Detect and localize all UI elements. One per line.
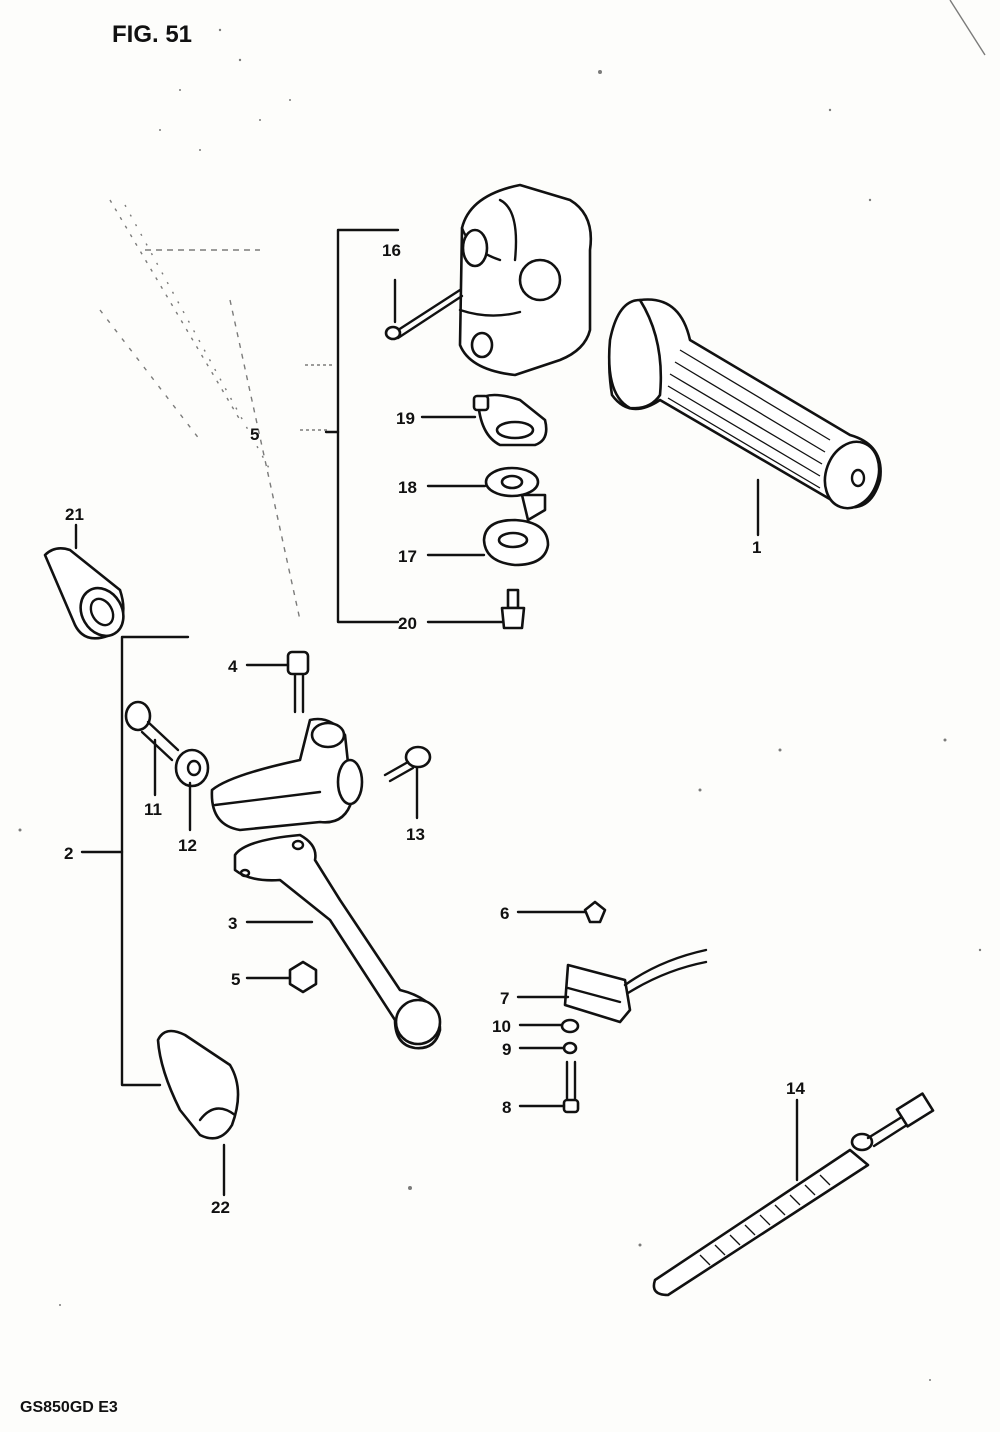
callout-13: 13 — [406, 825, 425, 844]
callout-17: 17 — [398, 547, 417, 566]
clutch-lever — [233, 833, 442, 1050]
callout-16: 16 — [382, 241, 401, 260]
clamp-19 — [472, 393, 548, 447]
callout-8: 8 — [502, 1098, 511, 1117]
nut-5 — [288, 960, 318, 994]
callout-19: 19 — [396, 409, 415, 428]
bolt-11 — [124, 700, 180, 762]
clutch-cable-14 — [652, 1092, 935, 1297]
callout-20: 20 — [398, 614, 417, 633]
figure-title: FIG. 51 — [112, 21, 192, 48]
callout-6: 6 — [500, 904, 509, 923]
callout-2: 2 — [64, 844, 73, 863]
grommet-17 — [482, 493, 550, 567]
washer-18 — [484, 466, 540, 498]
callout-18: 18 — [398, 478, 417, 497]
callout-labels: 1 2 3 4 5 6 7 8 9 10 11 12 13 14 5 16 17… — [64, 241, 805, 1217]
callout-12: 12 — [178, 836, 197, 855]
washer-10 — [560, 1018, 580, 1034]
nut-12 — [174, 748, 210, 788]
callout-4: 4 — [228, 657, 238, 676]
washer-9 — [562, 1041, 578, 1055]
boot-21 — [43, 547, 125, 640]
callout-15: 5 — [250, 425, 259, 444]
figure-footer: GS850GD E3 — [20, 1399, 118, 1416]
screw-13 — [383, 745, 432, 783]
boot-22 — [156, 1029, 240, 1140]
pivot-pin-4 — [286, 650, 310, 714]
screw-16 — [384, 288, 464, 341]
callout-3: 3 — [228, 914, 237, 933]
callout-1: 1 — [752, 538, 761, 557]
screw-8 — [562, 1060, 580, 1114]
scan-noise — [18, 0, 986, 1381]
lever-holder — [210, 717, 364, 832]
callout-7: 7 — [500, 989, 509, 1008]
bolt-20 — [500, 588, 526, 630]
callout-10: 10 — [492, 1017, 511, 1036]
callout-9: 9 — [502, 1040, 511, 1059]
leader-lines — [74, 228, 799, 1197]
callout-22: 22 — [211, 1198, 230, 1217]
switch-housing — [458, 183, 593, 377]
callout-5: 5 — [231, 970, 240, 989]
handlebar-grip — [607, 298, 882, 510]
clutch-switch-7 — [563, 948, 708, 1024]
callout-21: 21 — [65, 505, 84, 524]
screw-6 — [583, 900, 607, 924]
callout-14: 14 — [786, 1079, 805, 1098]
callout-11: 11 — [144, 800, 162, 819]
